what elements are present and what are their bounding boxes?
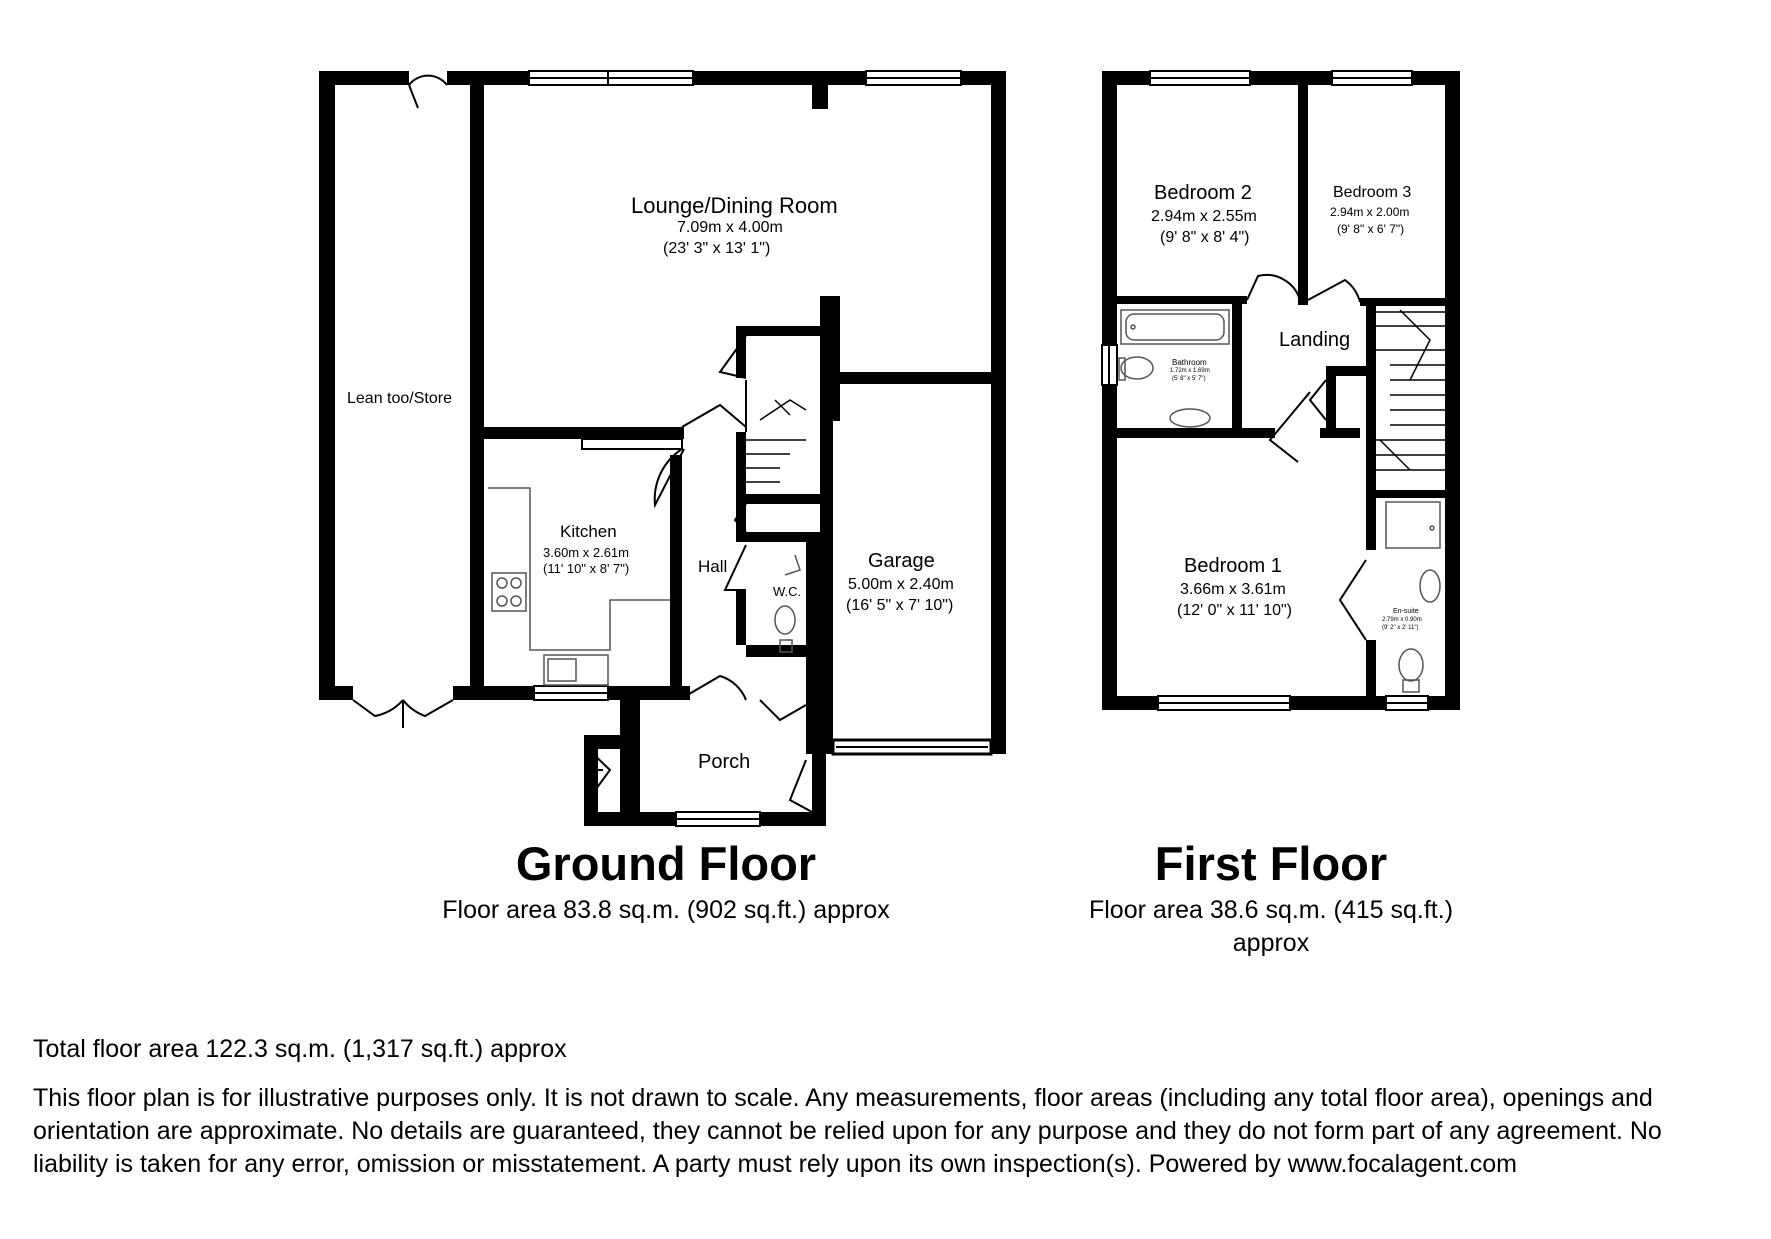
bedroom2-imperial: (9' 8" x 8' 4"): [1160, 229, 1250, 246]
lounge-name: Lounge/Dining Room: [631, 193, 838, 218]
first-floor-windows: [1101, 70, 1429, 711]
ground-floor-windows: [528, 70, 988, 827]
bedroom3-name: Bedroom 3: [1333, 184, 1412, 201]
hall-name: Hall: [698, 557, 728, 576]
first-floor-plan: [1101, 70, 1460, 711]
bedroom3-metric: 2.94m x 2.00m: [1330, 205, 1410, 219]
kitchen-metric: 3.60m x 2.61m: [543, 545, 629, 560]
bathroom-name: Bathroom: [1172, 358, 1207, 367]
bedroom2-name: Bedroom 2: [1154, 182, 1252, 204]
disclaimer-text: This floor plan is for illustrative purp…: [33, 1084, 1662, 1178]
ground-floor-plan: [319, 70, 1006, 827]
bedroom1-imperial: (12' 0" x 11' 10"): [1177, 602, 1293, 619]
first-floor-walls: [1102, 71, 1460, 710]
first-floor-title: First Floor: [1154, 837, 1388, 890]
kitchen-imperial: (11' 10" x 8' 7"): [543, 561, 630, 576]
ground-floor-title: Ground Floor: [515, 837, 817, 890]
ensuite-name: En-suite: [1393, 608, 1419, 615]
first-floor-fixtures: [1118, 309, 1441, 693]
bedroom3-imperial: (9' 8" x 6' 7"): [1337, 222, 1405, 236]
bedroom2-metric: 2.94m x 2.55m: [1151, 208, 1257, 225]
bedroom1-name: Bedroom 1: [1184, 555, 1282, 577]
first-floor-stairs: [1376, 309, 1445, 471]
wc-name: W.C.: [773, 584, 802, 599]
ensuite-metric: 2.79m x 0.90m: [1382, 617, 1422, 623]
first-floor-area-line1: Floor area 38.6 sq.m. (415 sq.ft.): [1088, 896, 1454, 924]
ensuite-imperial: (9' 2" x 2' 11"): [1382, 625, 1419, 631]
garage-imperial: (16' 5" x 7' 10"): [846, 597, 954, 614]
porch-name: Porch: [698, 751, 751, 773]
ground-floor-area: Floor area 83.8 sq.m. (902 sq.ft.) appro…: [442, 896, 890, 924]
bathroom-metric: 1.72m x 1.69m: [1170, 368, 1210, 374]
landing-name: Landing: [1279, 329, 1351, 351]
ground-floor-stairs: [746, 399, 807, 483]
bathroom-imperial: (5' 8" x 5' 7"): [1172, 376, 1206, 382]
kitchen-name: Kitchen: [560, 522, 617, 541]
ground-floor-fixtures: [488, 487, 801, 686]
ground-floor-walls: [319, 71, 1006, 826]
total-floor-area: Total floor area 122.3 sq.m. (1,317 sq.f…: [33, 1035, 567, 1063]
lean-too-name: Lean too/Store: [347, 390, 452, 407]
garage-name: Garage: [868, 550, 935, 572]
garage-metric: 5.00m x 2.40m: [848, 576, 954, 593]
ground-floor-doors: [352, 74, 813, 813]
bedroom1-metric: 3.66m x 3.61m: [1180, 581, 1286, 598]
first-floor-area-line2: approx: [1232, 929, 1310, 957]
first-floor-doors: [1246, 273, 1367, 641]
lounge-imperial: (23' 3" x 13' 1"): [663, 240, 771, 257]
lounge-metric: 7.09m x 4.00m: [677, 219, 783, 236]
